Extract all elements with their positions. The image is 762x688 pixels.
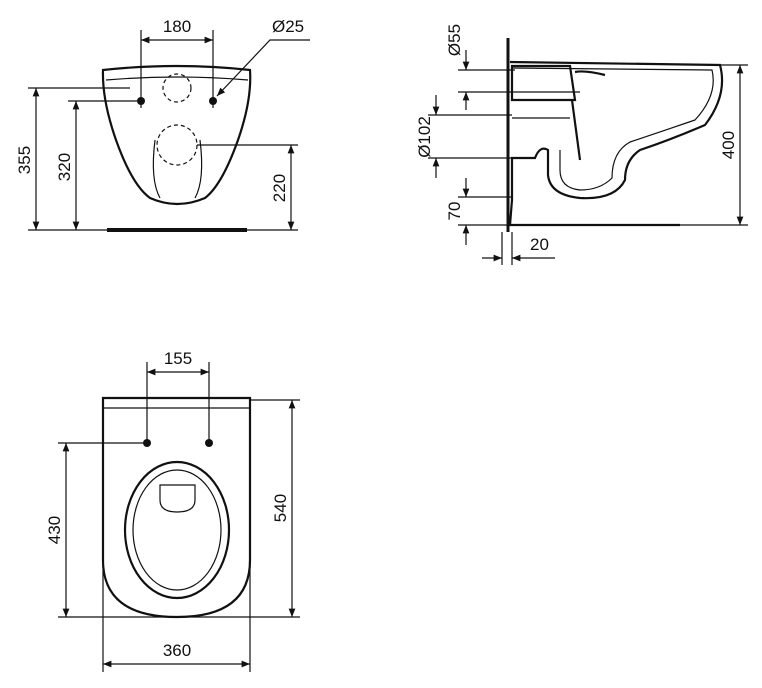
top-bowl-outline — [101, 396, 252, 619]
dim-front-outlet-height: 220 — [270, 174, 289, 202]
top-seat-outer — [123, 460, 231, 600]
front-outlet-circle — [156, 124, 198, 166]
top-fixing-hole-left — [143, 439, 151, 447]
side-bowl-outline — [508, 60, 724, 227]
top-view: 155 430 540 360 — [45, 349, 300, 672]
dim-side-outlet-diameter: Ø102 — [415, 116, 434, 158]
side-inlet-pipe — [510, 64, 606, 161]
top-seat-inner — [132, 469, 222, 591]
front-bowl-outline — [101, 64, 252, 206]
front-view: 180 Ø25 355 320 220 — [15, 17, 310, 232]
dim-side-rim-height: 400 — [719, 131, 738, 159]
front-inlet-circle — [162, 73, 192, 103]
dim-top-hole-to-front: 430 — [45, 516, 64, 544]
dim-top-projection: 540 — [271, 494, 290, 522]
dim-top-width: 360 — [163, 641, 191, 660]
top-outlet — [159, 484, 196, 513]
dim-top-hole-spacing: 155 — [164, 349, 192, 368]
dim-front-hole-height: 320 — [55, 153, 74, 181]
dim-side-wall-gap: 20 — [530, 235, 549, 254]
dim-front-hole-spacing: 180 — [163, 17, 191, 36]
front-outlet-channel — [152, 139, 203, 199]
dim-side-bottom-offset: 70 — [445, 202, 464, 221]
top-fixing-hole-right — [205, 439, 213, 447]
dim-side-inlet-diameter: Ø55 — [445, 24, 464, 56]
dim-front-total-height: 355 — [15, 146, 34, 174]
dim-front-hole-diameter: Ø25 — [272, 17, 304, 36]
side-view: Ø55 Ø102 400 70 20 — [415, 24, 748, 265]
